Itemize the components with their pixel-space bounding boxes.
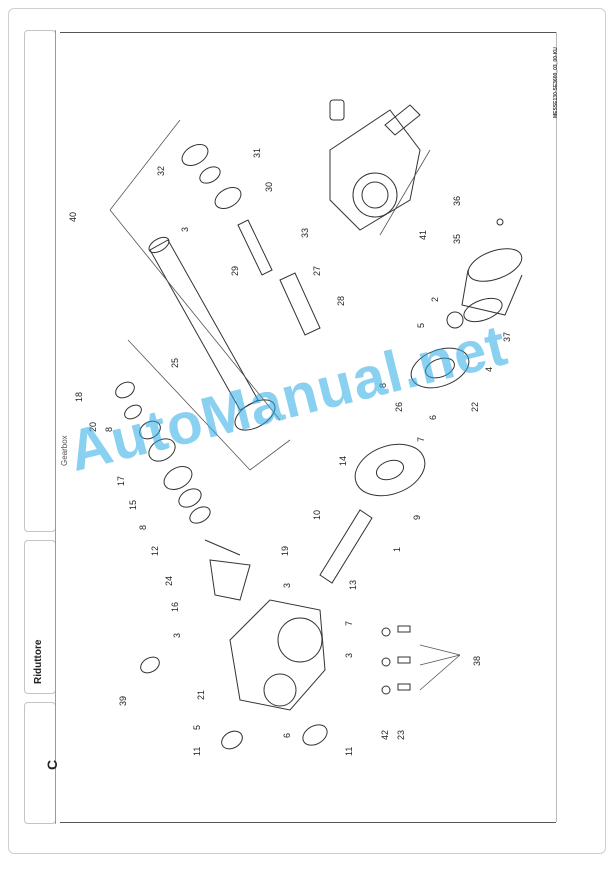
cup-37 <box>461 248 523 323</box>
bottom-rule <box>60 822 556 823</box>
leader-lines <box>109 119 461 691</box>
callout: 14 <box>338 456 348 466</box>
callout: 26 <box>394 402 404 412</box>
callout: 41 <box>418 230 428 240</box>
callout: 6 <box>282 733 292 738</box>
callout: 27 <box>312 266 322 276</box>
flange-cover <box>410 347 470 389</box>
shaft-1 <box>319 509 373 584</box>
callout: 3 <box>282 583 292 588</box>
callout: 5 <box>192 725 202 730</box>
gearbox-housing-lower <box>229 599 326 711</box>
callout: 7 <box>344 621 354 626</box>
callout: 5 <box>416 323 426 328</box>
top-rule <box>60 32 556 33</box>
callout: 22 <box>470 402 480 412</box>
gearbox-housing-upper <box>329 99 421 231</box>
callout: 15 <box>128 500 138 510</box>
right-rule <box>556 32 557 822</box>
pinion-gear-19 <box>204 539 251 601</box>
side-panel-top <box>24 30 56 532</box>
callout: 36 <box>452 196 462 206</box>
callout: 4 <box>484 367 494 372</box>
callout: 35 <box>452 234 462 244</box>
callout: 39 <box>118 696 128 706</box>
page-frame <box>8 8 606 854</box>
callout: 12 <box>150 546 160 556</box>
callout: 24 <box>164 576 174 586</box>
callout: 32 <box>156 166 166 176</box>
callout: 20 <box>88 422 98 432</box>
callout: 3 <box>172 633 182 638</box>
callout: 9 <box>412 515 422 520</box>
callout: 3 <box>344 653 354 658</box>
callout: 40 <box>68 212 78 222</box>
callout: 42 <box>380 730 390 740</box>
callout: 11 <box>344 747 354 756</box>
callout: 11 <box>192 747 202 756</box>
callout: 31 <box>252 148 262 158</box>
callout: 17 <box>116 476 126 486</box>
callout: 18 <box>74 392 84 402</box>
callout: 10 <box>312 510 322 520</box>
bevel-gear-9 <box>354 443 426 497</box>
bearing-stack <box>115 381 211 524</box>
callout: 29 <box>230 266 240 276</box>
callout: 1 <box>392 547 402 552</box>
callout: 37 <box>502 332 512 342</box>
callout: 30 <box>264 182 274 192</box>
callout-labels: 1 2 3 3 3 3 4 5 5 6 6 7 7 8 8 8 9 10 11 … <box>68 148 512 756</box>
callout: 21 <box>196 690 206 700</box>
callout: 16 <box>170 602 180 612</box>
callout: 25 <box>170 358 180 368</box>
callout: 33 <box>300 228 310 238</box>
callout: 3 <box>180 227 190 232</box>
callout: 19 <box>280 546 290 556</box>
seal-stack-upper <box>181 144 321 336</box>
side-divider <box>55 30 56 824</box>
callout: 38 <box>472 656 482 666</box>
callout: 8 <box>138 525 148 530</box>
callout: 7 <box>416 437 426 442</box>
callout: 8 <box>378 383 388 388</box>
callout: 2 <box>430 297 440 302</box>
small-parts <box>140 218 504 750</box>
side-panel-title <box>24 540 56 694</box>
callout: 8 <box>104 427 114 432</box>
shaft-tube <box>148 236 276 431</box>
callout: 28 <box>336 296 346 306</box>
callout: 6 <box>428 415 438 420</box>
callout: 23 <box>396 730 406 740</box>
callout: 13 <box>348 580 358 590</box>
